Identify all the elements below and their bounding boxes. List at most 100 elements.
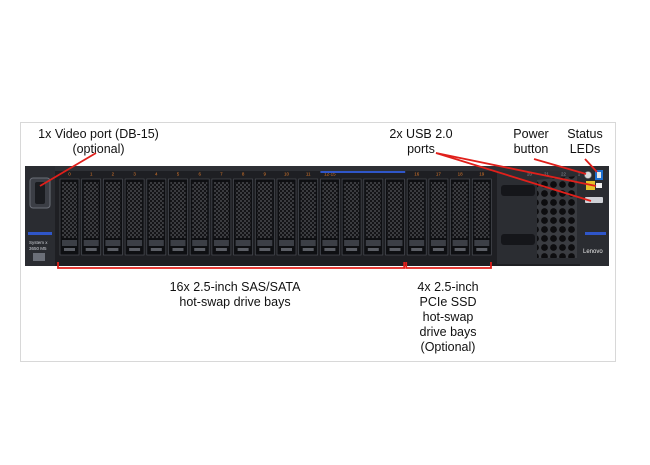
drive-bay-label: [474, 240, 490, 246]
callout-power-button: [533, 158, 587, 175]
drive-bay-vent: [257, 182, 273, 238]
drive-bay-latch: [150, 248, 162, 251]
video-port-pins: [35, 182, 45, 204]
drive-bay-label: [387, 240, 403, 246]
bay-number-label: 21: [544, 172, 550, 177]
drive-bay-latch: [215, 248, 227, 251]
drive-bay-latch: [281, 248, 292, 251]
drive-bay-label: [430, 240, 446, 246]
drive-bay-label: [192, 240, 208, 246]
label-video-port: 1x Video port (DB-15)(optional): [38, 127, 159, 156]
usb-port-lower: [585, 197, 603, 203]
drive-bay-vent: [170, 182, 186, 238]
drive-bay-latch: [411, 248, 423, 251]
usb-port-upper: [596, 183, 602, 188]
drive-bay: [363, 178, 384, 256]
drive-bay-label: [365, 240, 381, 246]
drive-bay-latch: [302, 248, 314, 251]
drive-bay-vent: [365, 182, 381, 238]
status-led-info: [597, 172, 601, 178]
drive-bay-vent: [192, 182, 208, 238]
bay-number-label: 6: [198, 172, 201, 177]
bracket-pcie-drive-bays: [405, 262, 492, 269]
right-ear-stripe: [585, 232, 606, 235]
bay-number-label: 4: [155, 172, 158, 177]
drive-bay: [385, 178, 405, 256]
drive-bay: [276, 178, 297, 256]
bay-number-label: 10: [284, 172, 290, 177]
bay-number-label: 12-15: [324, 172, 336, 177]
drive-bay: [298, 178, 319, 256]
drive-bay-vent: [322, 182, 338, 238]
bay-number-label: 9: [264, 172, 267, 177]
bay-number-label: 3: [133, 172, 136, 177]
callout-usb-lower: [435, 152, 592, 202]
drive-bay-latch: [346, 248, 358, 251]
drive-bay-latch: [85, 248, 97, 251]
drive-bay-label: [409, 240, 425, 246]
drive-bay-label: [105, 240, 121, 246]
bay-number-label: 2: [112, 172, 115, 177]
drive-bay-label: [452, 240, 468, 246]
bay-number-label: 0: [68, 172, 71, 177]
drive-bay-vent: [62, 182, 77, 238]
bay-number-label: 7: [220, 172, 223, 177]
drive-bay: [428, 178, 449, 256]
drive-bay-label: [344, 240, 360, 246]
drive-bay-latch: [476, 248, 488, 251]
drive-bay-latch: [367, 248, 379, 251]
drive-bay-vent: [279, 182, 294, 238]
drive-bay-vent: [148, 182, 164, 238]
callout-video-port: [39, 152, 97, 187]
power-button: [584, 171, 592, 179]
bay-number-label: 22: [561, 172, 567, 177]
drive-bay-label: [235, 240, 251, 246]
bay-group-strip: [320, 171, 406, 173]
bay-number-label: 11: [306, 172, 311, 177]
drive-bay-label: [213, 240, 229, 246]
drive-bay: [211, 178, 232, 256]
drive-bay-label: [127, 240, 143, 246]
drive-bay-latch: [324, 248, 336, 251]
drive-bay-vent: [409, 182, 425, 238]
drive-bay-label: [257, 240, 273, 246]
drive-bay-label: [279, 240, 294, 246]
drive-bay: [146, 178, 167, 256]
chassis-top-edge: [25, 166, 609, 171]
drive-bay-latch: [194, 248, 206, 251]
drive-bay-vent: [213, 182, 229, 238]
drive-bay: [406, 178, 427, 256]
bay-number-label: 17: [436, 172, 442, 177]
callout-status-leds: [584, 158, 598, 173]
drive-bay-label: [62, 240, 77, 246]
drive-bay-vent: [430, 182, 446, 238]
drive-bay-label: [148, 240, 164, 246]
right-slot-bottom: [501, 234, 535, 245]
drive-bay-vent: [474, 182, 490, 238]
drive-bay-latch: [259, 248, 271, 251]
bay-number-label: 16: [414, 172, 420, 177]
drive-bay-vent: [300, 182, 316, 238]
drive-bay-label: [300, 240, 316, 246]
model-badge-line1: System x: [29, 240, 48, 245]
bay-number-label: 20: [527, 172, 533, 177]
drive-bay: [450, 178, 470, 256]
drive-bay: [168, 178, 188, 256]
drive-bay-latch: [172, 248, 184, 251]
right-slot-top: [501, 185, 535, 196]
drive-bay: [124, 178, 145, 256]
drive-bay: [254, 178, 275, 256]
drive-bay: [233, 178, 253, 256]
bracket-sas-drive-bays: [57, 262, 406, 269]
drive-bay-latch: [107, 248, 119, 251]
drive-bay-vent: [387, 182, 403, 238]
drive-bay-latch: [129, 248, 141, 251]
drive-bay: [341, 178, 362, 256]
bay-number-label: 1: [90, 172, 93, 177]
figure-frame: [20, 122, 616, 362]
